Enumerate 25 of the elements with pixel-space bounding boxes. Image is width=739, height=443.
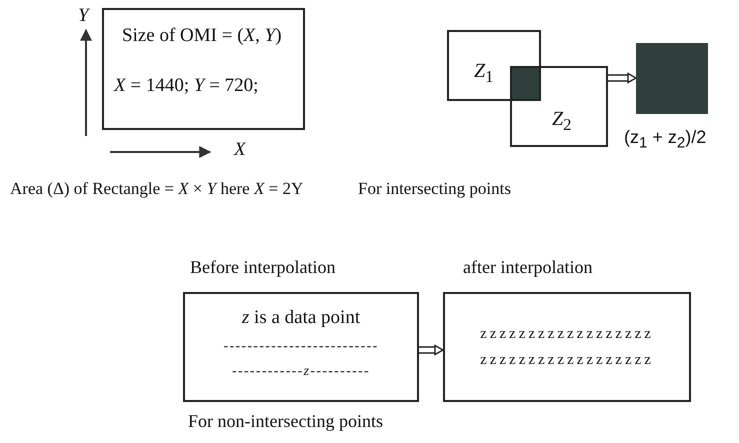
box-text: ------------z---------- [232,364,370,380]
rectangle-box [510,66,608,147]
hollow-arrow [418,344,444,356]
axis-label: Y [78,6,89,27]
hollow-arrow [607,72,637,84]
filled-square [636,43,708,114]
box-text: zzzzzzzzzzzzzzzzzz [480,326,654,342]
box-text: zzzzzzzzzzzzzzzzzz [480,352,654,368]
box-text: Size of OMI = (X, Y) [122,26,282,47]
box-text: -------------------------- [223,339,378,354]
caption-text: For intersecting points [358,180,511,199]
caption-text: For non-intersecting points [188,412,383,432]
box-text: Z$_{2}$ [552,108,572,134]
caption-text: Area (Δ) of Rectangle = X × Y here X = 2Y [10,180,304,199]
box-text: Z$_{1}$ [474,60,494,86]
caption-text: (z$_{1}$ + z$_{2}$)/2 [624,128,706,152]
rectangle-box [183,292,419,402]
rectangle-box [102,8,305,130]
caption-text: after interpolation [463,258,592,278]
caption-text: Before interpolation [190,258,336,278]
box-text: X = 1440; Y = 720; [114,76,258,97]
rectangle-box [447,30,541,101]
box-text: z is a data point [242,308,360,329]
axis-label: X [234,140,246,161]
rectangle-box [443,292,691,402]
